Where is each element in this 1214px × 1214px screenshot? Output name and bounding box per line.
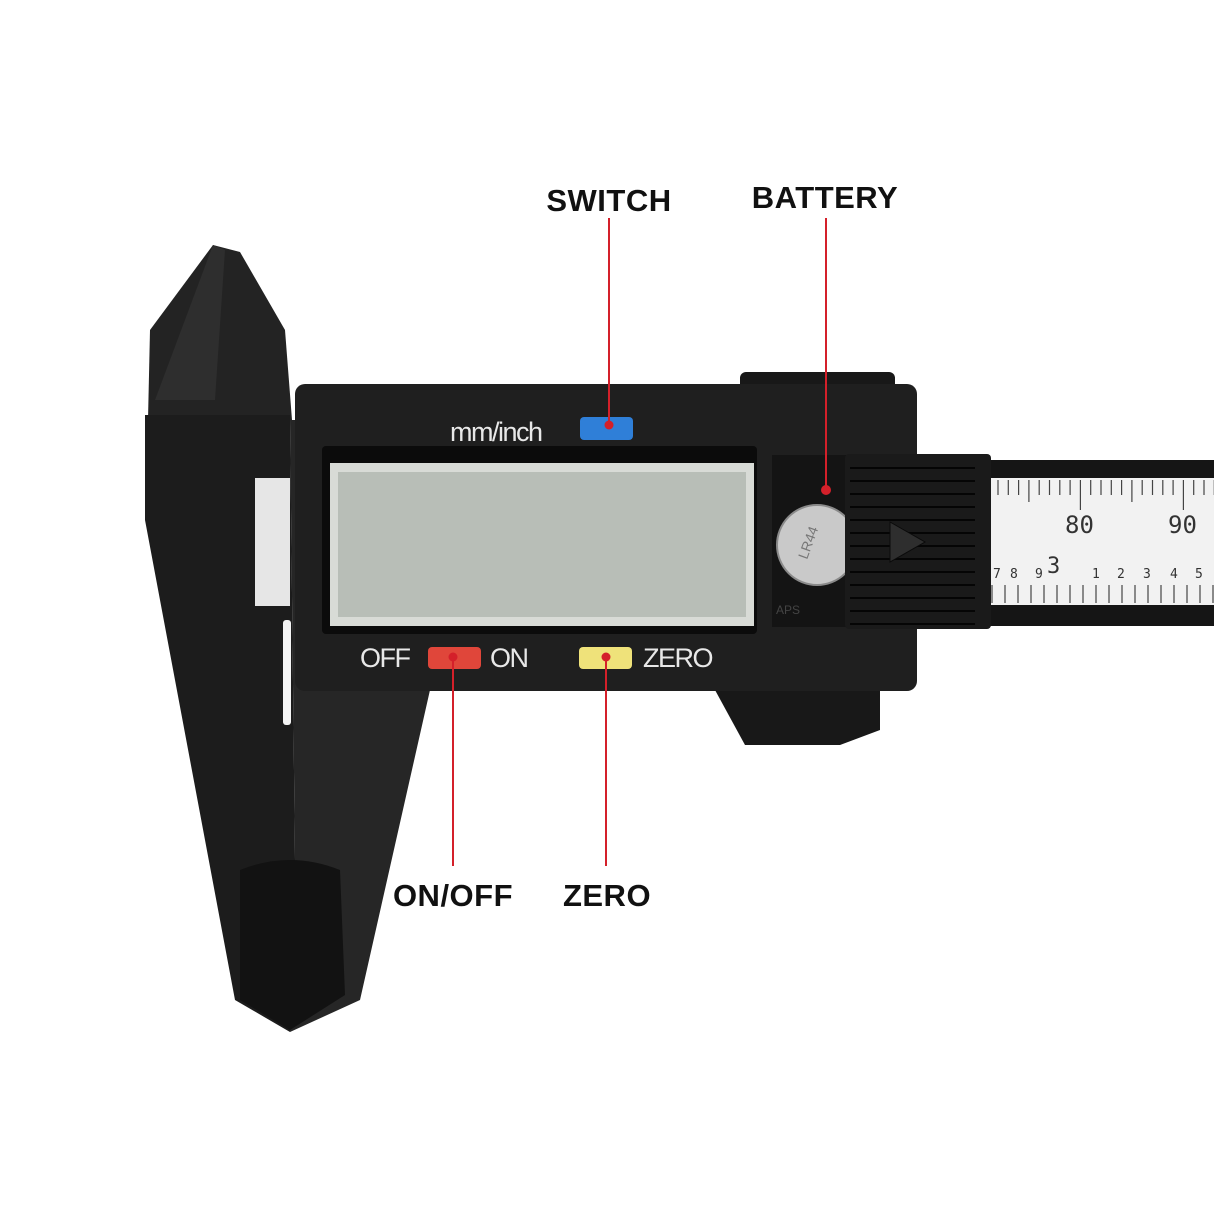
callout-zero: ZERO (563, 878, 651, 913)
inch-minor-label: 8 (1010, 567, 1018, 582)
arrow-right-icon (889, 521, 927, 563)
callout-switch: SWITCH (546, 183, 671, 218)
callout-on-off: ON/OFF (393, 878, 513, 913)
zero-pointer-dot (601, 652, 611, 662)
lcd-screen (338, 472, 746, 617)
unit-label: mm/inch (450, 417, 542, 447)
inch-minor-label: 1 (1092, 567, 1100, 582)
zero-label: ZERO (643, 643, 713, 673)
callout-battery: BATTERY (752, 180, 898, 215)
inch-minor-label: 2 (1117, 567, 1125, 582)
onoff-pointer-dot (448, 652, 458, 662)
inch-minor-label: 4 (1170, 567, 1178, 582)
battery-cover[interactable] (845, 454, 991, 629)
inch-label-3: 3 (1047, 554, 1060, 579)
inch-minor-label: 3 (1143, 567, 1151, 582)
battery-compartment: LR44 APS (772, 455, 858, 627)
mm-label-90: 90 (1168, 511, 1197, 539)
on-label: ON (490, 643, 528, 673)
inch-minor-label: 9 (1035, 567, 1043, 582)
battery-brand: APS (776, 603, 800, 617)
inch-minor-label: 7 (993, 567, 1001, 582)
off-label: OFF (360, 643, 410, 673)
inch-minor-label: 5 (1195, 567, 1203, 582)
mm-label-80: 80 (1065, 511, 1094, 539)
battery-pointer-dot (821, 485, 831, 495)
switch-pointer-dot (604, 420, 614, 430)
leader-lines (452, 218, 827, 866)
